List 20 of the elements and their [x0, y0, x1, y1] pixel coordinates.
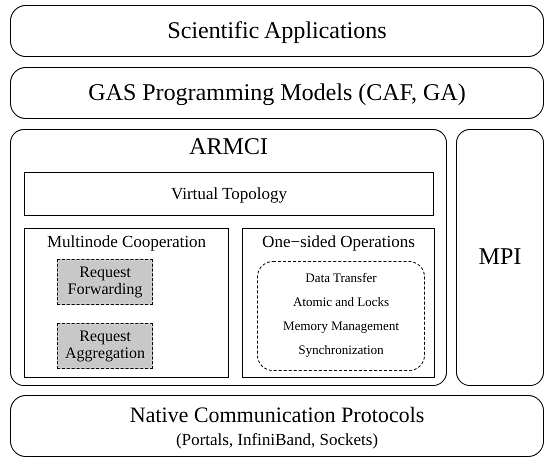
panel-title: Native Communication Protocols — [128, 402, 426, 428]
component-box: Request Aggregation — [57, 323, 153, 369]
panel-title: ARMCI — [188, 134, 269, 161]
operation-label: Memory Management — [282, 318, 400, 334]
layer-panel: Scientific Applications — [10, 5, 544, 57]
layer-panel — [10, 395, 544, 457]
module-box: Virtual Topology — [24, 172, 434, 216]
component-box: Request Forwarding — [57, 259, 153, 305]
panel-title: Multinode Cooperation — [46, 232, 208, 252]
operation-label: Data Transfer — [304, 270, 378, 286]
module-panel — [242, 228, 435, 378]
operation-label: Synchronization — [297, 342, 385, 358]
module-panel — [24, 228, 229, 378]
operation-label: Atomic and Locks — [292, 294, 390, 310]
layer-panel — [10, 129, 447, 386]
panel-subtitle: (Portals, InfiniBand, Sockets) — [174, 430, 380, 450]
layer-panel: GAS Programming Models (CAF, GA) — [10, 67, 544, 119]
layer-panel: MPI — [456, 129, 544, 386]
panel-title: One−sided Operations — [261, 232, 416, 252]
operations-group — [257, 261, 425, 371]
